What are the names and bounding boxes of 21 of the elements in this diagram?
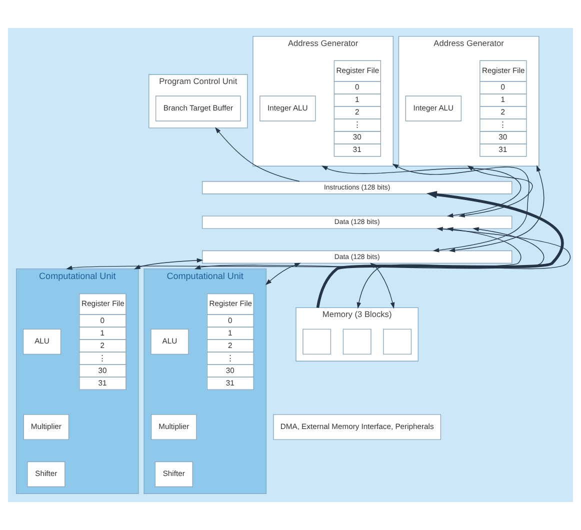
node-box: ALU: [22, 328, 62, 355]
arrow: [321, 166, 522, 218]
node-box: [342, 328, 372, 355]
node-box: DMA, External Memory Interface, Peripherals: [273, 414, 442, 440]
cluster: Memory (3 Blocks): [296, 307, 418, 362]
arrow: [214, 127, 300, 182]
node-box: [302, 328, 332, 355]
arrow: [448, 165, 544, 252]
node-box: [383, 328, 412, 355]
arrow: [392, 164, 530, 252]
arrow: [134, 258, 204, 270]
node-box: Multiplier: [23, 414, 70, 440]
node-box: Integer ALU: [405, 96, 462, 122]
arrow: [316, 190, 564, 308]
arrow: [458, 166, 533, 218]
node-box: Branch Target Buffer: [155, 96, 241, 122]
node-box: Integer ALU: [260, 96, 316, 122]
node-box: Shifter: [27, 461, 66, 488]
node-box: Shifter: [154, 461, 193, 488]
node-box: ALU: [150, 328, 189, 355]
node-box: Multiplier: [150, 414, 197, 440]
